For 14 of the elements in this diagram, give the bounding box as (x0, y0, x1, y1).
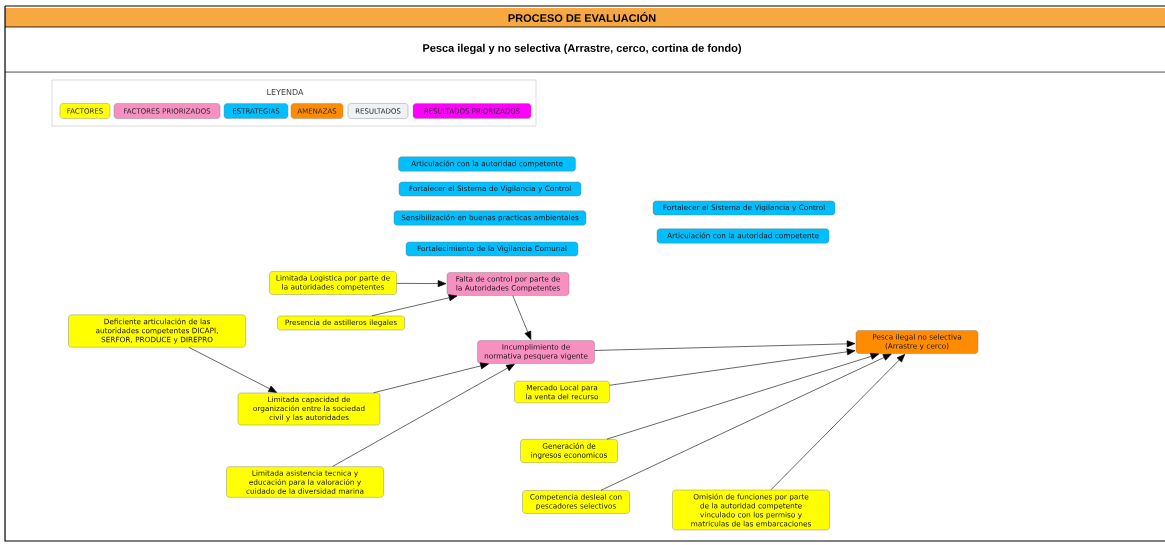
arrow (373, 362, 489, 394)
title: PROCESO DE EVALUACIÓN (508, 12, 656, 22)
arrow (609, 348, 856, 386)
arrow (332, 363, 515, 467)
arrow (606, 353, 880, 440)
legend-heading: LEYENDA (267, 89, 304, 95)
arrow (600, 353, 892, 491)
subtitle: Pesca ilegal y no selectiva (Arrastre, cerco, cortina de fondo) (423, 43, 741, 55)
arrow (770, 354, 906, 491)
arrow (396, 280, 447, 288)
arrow (371, 294, 458, 317)
arrow (512, 295, 532, 340)
arrow (188, 347, 277, 393)
arrow (594, 340, 856, 351)
